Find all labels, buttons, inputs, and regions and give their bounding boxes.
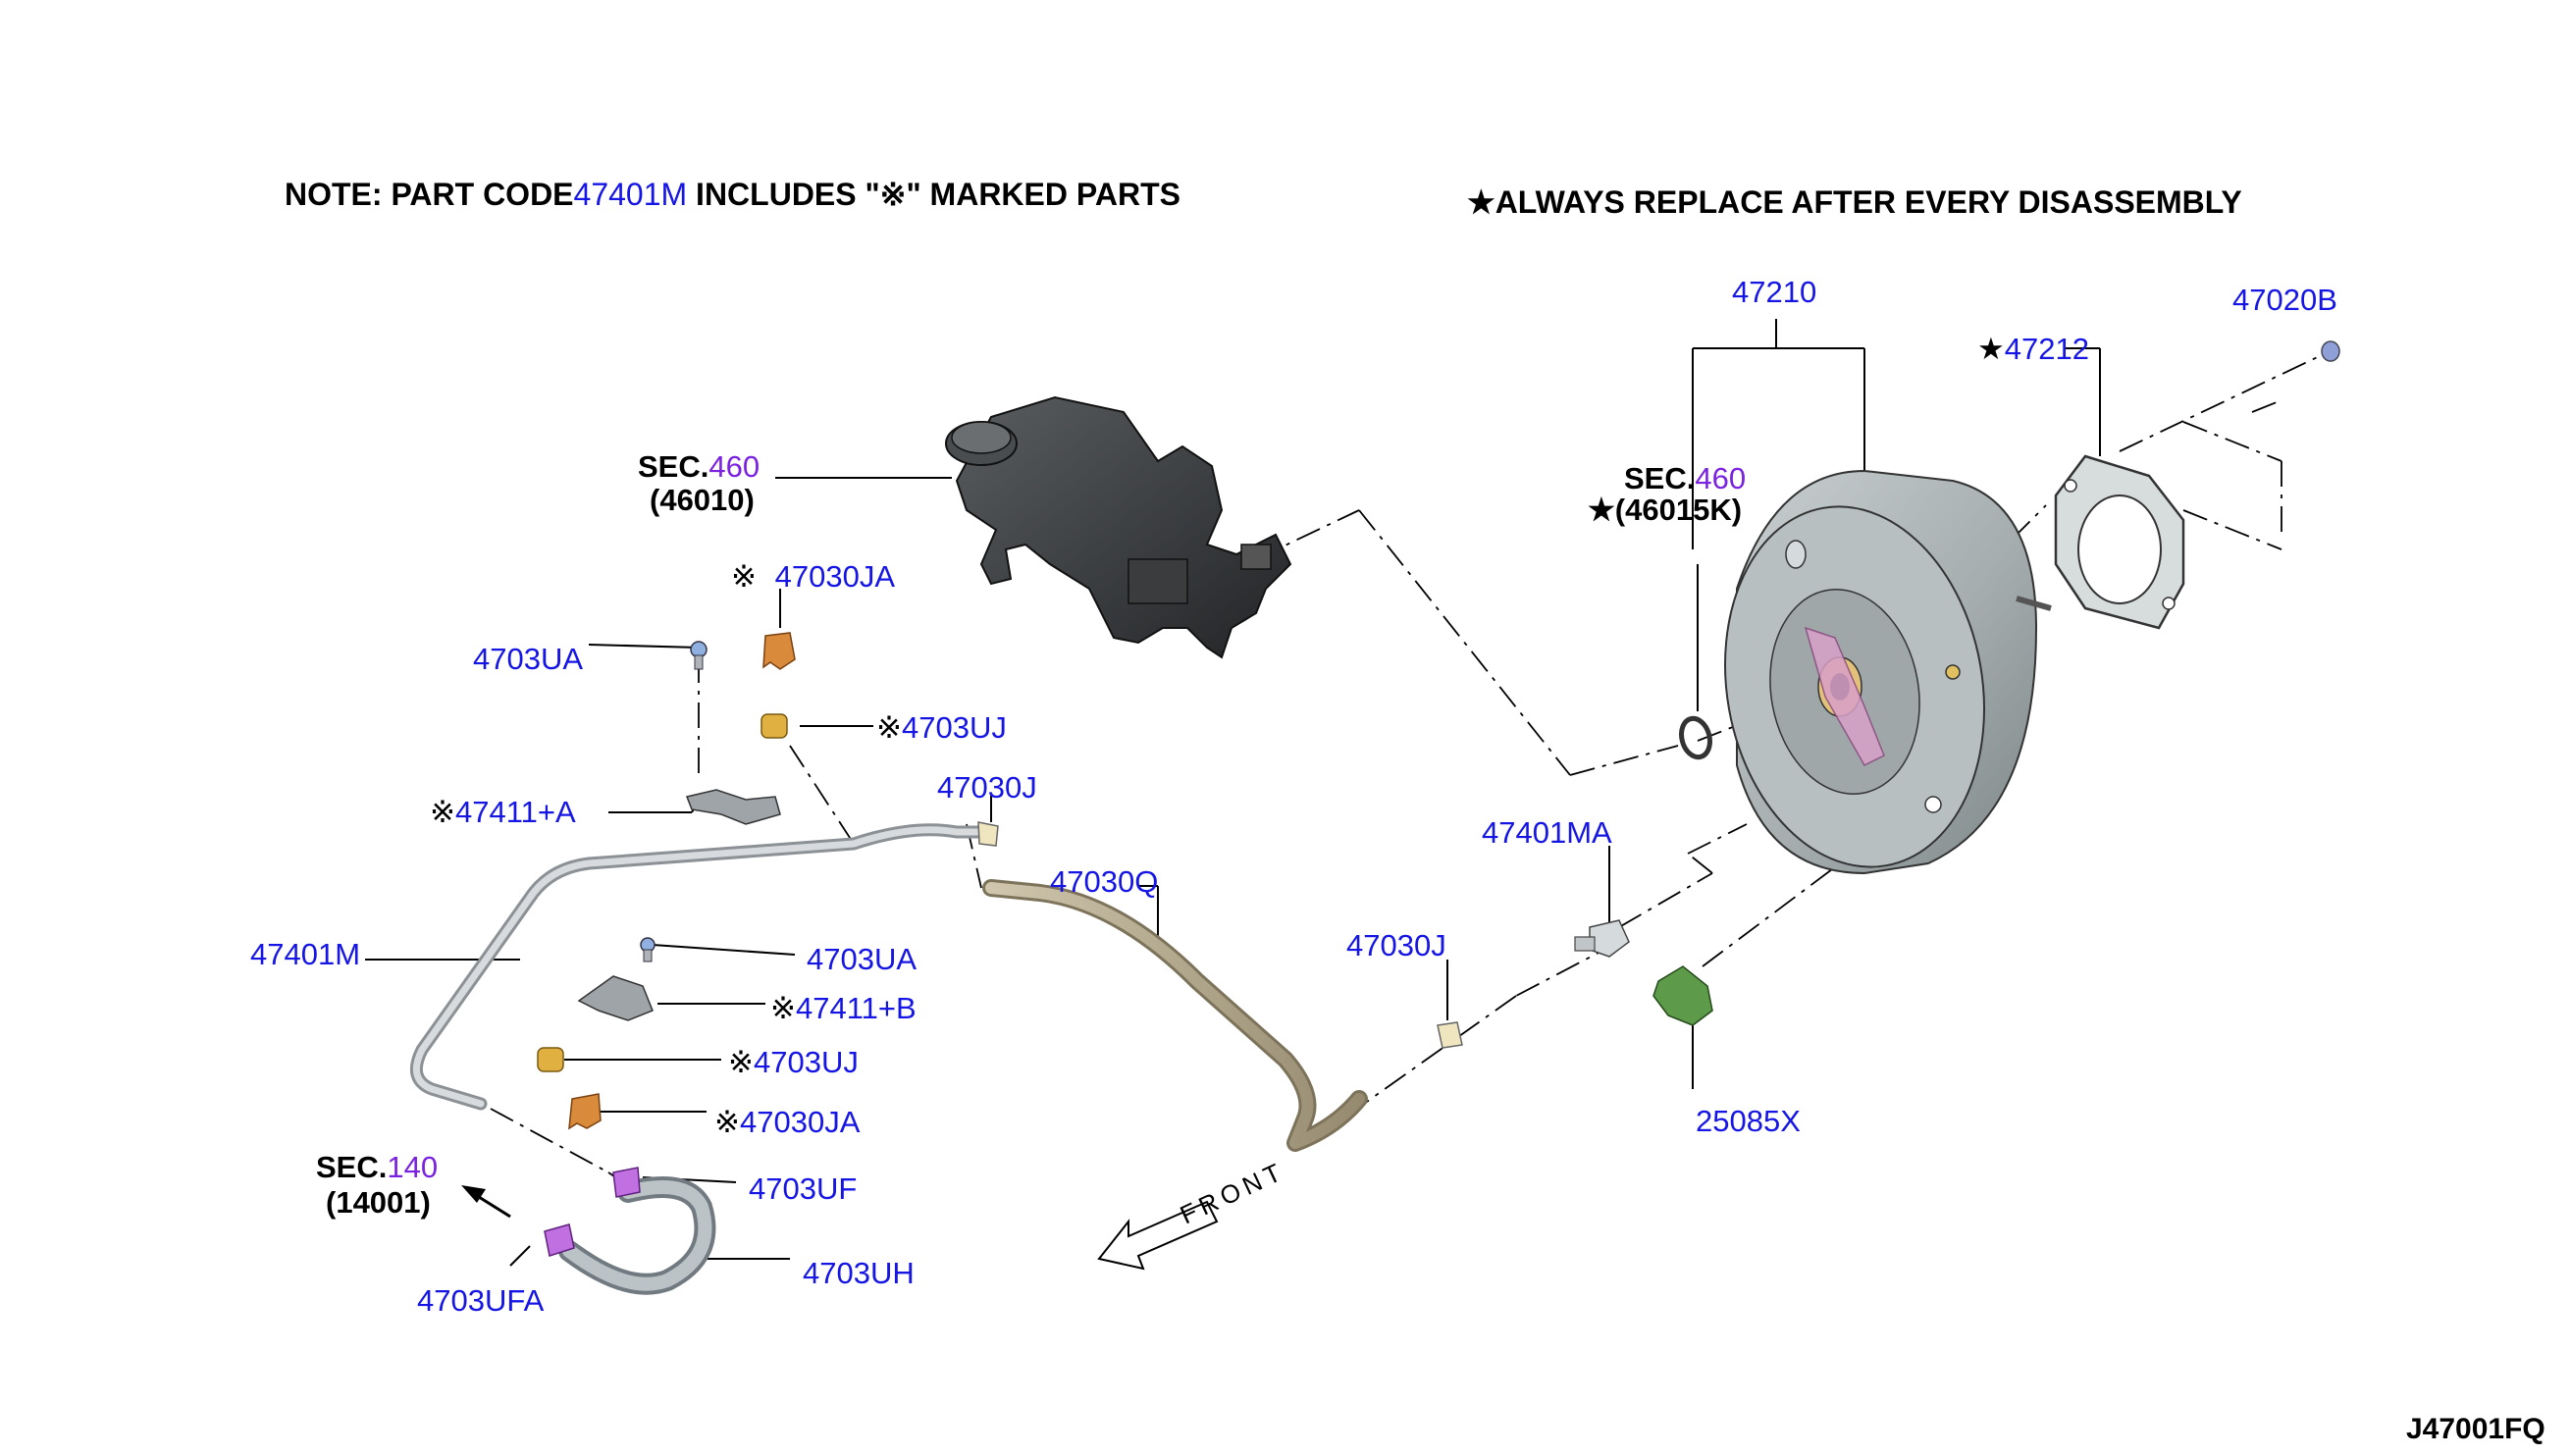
mark-icon: ※ bbox=[728, 1045, 754, 1079]
label-4703uh[interactable]: 4703UH bbox=[803, 1256, 915, 1290]
front-label: FRONT bbox=[1176, 1156, 1289, 1230]
sec-num[interactable]: 460 bbox=[708, 449, 761, 484]
clip-47030ja-low[interactable] bbox=[568, 1093, 602, 1130]
label-47210[interactable]: 47210 bbox=[1732, 275, 1817, 309]
bolt-4703ua-mid[interactable] bbox=[640, 937, 656, 962]
note-part-link[interactable]: 47401M bbox=[573, 177, 688, 212]
mark-icon: ※ bbox=[731, 559, 757, 594]
sec460-right-code: ★(46015K) bbox=[1588, 494, 1742, 525]
part-number[interactable]: 47212 bbox=[2004, 332, 2090, 366]
star-icon: ★ bbox=[1977, 332, 2005, 366]
mark-icon: ※ bbox=[876, 710, 902, 745]
pressure-sensor-25085x[interactable] bbox=[1652, 965, 1713, 1026]
label-4703uj-top[interactable]: ※4703UJ bbox=[876, 712, 1007, 743]
diagram-code: J47001FQ bbox=[2406, 1413, 2545, 1445]
gasket[interactable] bbox=[2054, 454, 2185, 630]
note-mark: ※ bbox=[879, 177, 907, 212]
label-4703ua-top[interactable]: 4703UA bbox=[473, 642, 584, 676]
clamp-4703ufa[interactable] bbox=[544, 1223, 575, 1257]
label-47401ma[interactable]: 47401MA bbox=[1482, 815, 1612, 850]
label-47030j-top[interactable]: 47030J bbox=[937, 770, 1037, 805]
front-arrow: FRONT bbox=[1097, 1156, 1289, 1271]
sec140[interactable]: SEC.140 bbox=[316, 1152, 438, 1182]
sec140-code: (14001) bbox=[326, 1185, 431, 1220]
clamp-47030j-right[interactable] bbox=[1437, 1021, 1463, 1049]
part-number[interactable]: 4703UJ bbox=[753, 1045, 859, 1079]
note-includes: INCLUDES " bbox=[687, 177, 880, 212]
note-prefix: NOTE: PART CODE bbox=[285, 177, 574, 212]
label-47030ja-top[interactable]: ※ 47030JA bbox=[731, 561, 895, 592]
sec-code: (46015K) bbox=[1614, 493, 1743, 527]
label-4703ufa[interactable]: 4703UFA bbox=[417, 1283, 545, 1318]
label-47030q[interactable]: 47030Q bbox=[1050, 864, 1159, 899]
star-icon: ★ bbox=[1588, 493, 1615, 527]
star-icon: ★ bbox=[1467, 184, 1495, 220]
note-part-code: NOTE: PART CODE47401M INCLUDES "※" MARKE… bbox=[285, 179, 1180, 210]
part-number[interactable]: 47411+A bbox=[454, 795, 576, 829]
sec-num[interactable]: 140 bbox=[387, 1150, 439, 1184]
mark-icon: ※ bbox=[714, 1105, 740, 1139]
note-marked-parts: " MARKED PARTS bbox=[906, 177, 1180, 212]
label-47401m[interactable]: 47401M bbox=[250, 937, 361, 971]
sec-num[interactable]: 460 bbox=[1695, 461, 1747, 495]
label-4703uf[interactable]: 4703UF bbox=[749, 1171, 858, 1206]
part-number[interactable]: 47030JA bbox=[774, 559, 895, 594]
sec-prefix: SEC. bbox=[638, 449, 709, 484]
label-47030ja-low[interactable]: ※47030JA bbox=[714, 1107, 860, 1137]
label-47030j-right[interactable]: 47030J bbox=[1346, 928, 1446, 962]
sec460-top-code: (46010) bbox=[650, 483, 755, 517]
part-number[interactable]: 47411+B bbox=[795, 991, 917, 1025]
bracket-47411b[interactable] bbox=[577, 975, 654, 1021]
sec460-top[interactable]: SEC.460 bbox=[638, 451, 760, 482]
clip-47030ja-top[interactable] bbox=[762, 632, 796, 670]
label-47020b[interactable]: 47020B bbox=[2232, 283, 2337, 317]
bracket-47411a[interactable] bbox=[685, 789, 781, 825]
o-ring[interactable] bbox=[1677, 715, 1713, 760]
mark-icon: ※ bbox=[430, 795, 455, 829]
label-47212[interactable]: ★47212 bbox=[1977, 334, 2089, 364]
part-number[interactable]: 47030JA bbox=[739, 1105, 861, 1139]
nut[interactable] bbox=[2321, 340, 2340, 362]
sec140-arrow bbox=[461, 1185, 511, 1219]
intake-hose[interactable] bbox=[558, 1176, 716, 1295]
label-4703ua-mid[interactable]: 4703UA bbox=[807, 942, 918, 976]
sec-prefix: SEC. bbox=[1624, 461, 1696, 495]
label-47411b[interactable]: ※47411+B bbox=[770, 993, 917, 1023]
sec-prefix: SEC. bbox=[316, 1150, 388, 1184]
bolt-4703ua-top[interactable] bbox=[690, 641, 708, 670]
master-cylinder[interactable] bbox=[945, 395, 1292, 659]
clamp-47030j-top[interactable] bbox=[977, 821, 999, 847]
check-valve-47401ma[interactable] bbox=[1574, 919, 1630, 958]
label-47411a[interactable]: ※47411+A bbox=[430, 797, 576, 827]
grommet-4703uj-top[interactable] bbox=[761, 713, 788, 739]
grommet-4703uj-mid[interactable] bbox=[537, 1047, 564, 1072]
sec460-right[interactable]: SEC.460 bbox=[1624, 463, 1746, 494]
label-4703uj-mid[interactable]: ※4703UJ bbox=[728, 1047, 859, 1077]
part-number[interactable]: 4703UJ bbox=[901, 710, 1007, 745]
note-always-replace-text: ALWAYS REPLACE AFTER EVERY DISASSEMBLY bbox=[1495, 184, 2242, 220]
clamp-4703uf[interactable] bbox=[612, 1167, 641, 1198]
vacuum-pipe[interactable] bbox=[409, 823, 988, 1111]
brake-booster[interactable] bbox=[1698, 469, 2052, 888]
mark-icon: ※ bbox=[770, 991, 796, 1025]
vacuum-hose[interactable] bbox=[982, 879, 1368, 1152]
note-always-replace: ★ALWAYS REPLACE AFTER EVERY DISASSEMBLY bbox=[1467, 186, 2242, 218]
label-25085x[interactable]: 25085X bbox=[1696, 1104, 1801, 1138]
